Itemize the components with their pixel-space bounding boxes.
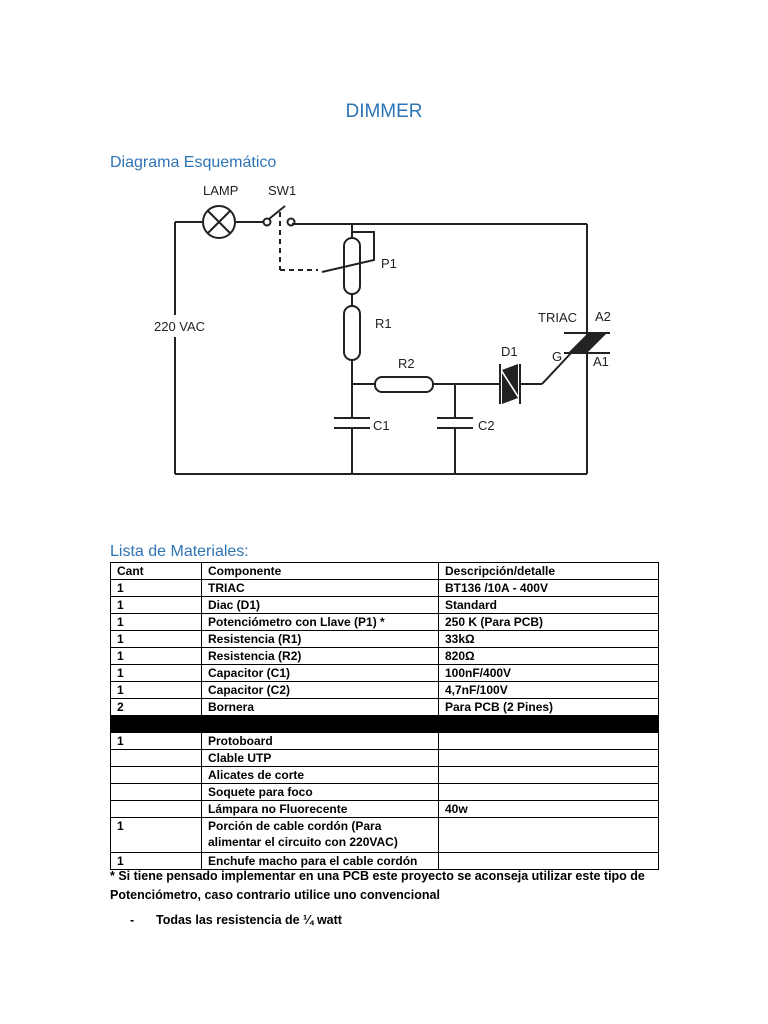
table-header-row: Cant Componente Descripción/detalle	[110, 562, 659, 580]
label-220vac: 220 VAC	[154, 319, 205, 334]
table-cell: Para PCB (2 Pines)	[438, 698, 659, 716]
table-cell: 1	[110, 596, 202, 614]
label-triac: TRIAC	[538, 310, 577, 325]
schematic-diagram: LAMP SW1 P1 R1 R2 D1 TRIAC A2 A1 G C1 C2…	[154, 183, 611, 475]
bullet-dash: -	[130, 913, 135, 927]
table-cell	[110, 766, 202, 784]
label-lamp: LAMP	[203, 183, 238, 198]
table-cell: Clable UTP	[201, 749, 439, 767]
label-a1: A1	[593, 354, 609, 369]
table-cell	[438, 817, 659, 853]
table-cell: Capacitor (C2)	[201, 681, 439, 699]
table-cell	[438, 749, 659, 767]
footnote: * Si tiene pensado implementar en una PC…	[110, 869, 645, 902]
table-cell	[438, 766, 659, 784]
table-cell: Porción de cable cordón (Para alimentar …	[201, 817, 439, 853]
table-cell: TRIAC	[201, 579, 439, 597]
label-a2: A2	[595, 309, 611, 324]
label-d1: D1	[501, 344, 518, 359]
table-cell: 40w	[438, 800, 659, 818]
table-row: Clable UTP	[110, 749, 659, 767]
label-c2: C2	[478, 418, 495, 433]
table-cell: 820Ω	[438, 647, 659, 665]
table-cell: 1	[110, 579, 202, 597]
label-r2: R2	[398, 356, 415, 371]
separator-cell	[438, 715, 659, 733]
table-cell: 1	[110, 681, 202, 699]
header-cell: Cant	[110, 562, 202, 580]
separator-cell	[201, 715, 439, 733]
table-cell: Alicates de corte	[201, 766, 439, 784]
label-p1: P1	[381, 256, 397, 271]
label-sw1: SW1	[268, 183, 296, 198]
table-cell: 1	[110, 732, 202, 750]
header-cell: Descripción/detalle	[438, 562, 659, 580]
bullet-item: - Todas las resistencia de ¼ watt	[130, 913, 342, 927]
table-cell: 1	[110, 664, 202, 682]
section-heading-materials: Lista de Materiales:	[110, 543, 249, 560]
table-cell	[110, 800, 202, 818]
table-cell	[438, 732, 659, 750]
separator-cell	[110, 715, 202, 733]
table-cell: 100nF/400V	[438, 664, 659, 682]
table-cell: 1	[110, 817, 202, 853]
table-cell: 1	[110, 630, 202, 648]
table-cell: Protoboard	[201, 732, 439, 750]
table-cell: 33kΩ	[438, 630, 659, 648]
table-cell: Lámpara no Fluorecente	[201, 800, 439, 818]
table-cell: Standard	[438, 596, 659, 614]
label-g: G	[552, 349, 562, 364]
table-cell: Bornera	[201, 698, 439, 716]
table-cell: Soquete para foco	[201, 783, 439, 801]
table-cell: Capacitor (C1)	[201, 664, 439, 682]
bullet-text: Todas las resistencia de ¼ watt	[156, 913, 342, 927]
page-title: DIMMER	[345, 101, 423, 122]
table-cell: 4,7nF/100V	[438, 681, 659, 699]
table-cell: Enchufe macho para el cable cordón	[201, 852, 439, 870]
table-cell: 1	[110, 613, 202, 631]
table-cell: 250 K (Para PCB)	[438, 613, 659, 631]
table-separator-row	[110, 715, 659, 733]
table-cell: BT136 /10A - 400V	[438, 579, 659, 597]
section-heading-schematic: Diagrama Esquemático	[110, 154, 277, 171]
table-cell: 1	[110, 647, 202, 665]
table-cell: Potenciómetro con Llave (P1) *	[201, 613, 439, 631]
label-r1: R1	[375, 316, 392, 331]
table-cell	[438, 783, 659, 801]
table-cell	[438, 852, 659, 870]
header-cell: Componente	[201, 562, 439, 580]
table-row: Alicates de corte	[110, 766, 659, 784]
table-cell: 2	[110, 698, 202, 716]
table-cell: Resistencia (R2)	[201, 647, 439, 665]
table-cell	[110, 783, 202, 801]
table-row: Soquete para foco	[110, 783, 659, 801]
table-cell	[110, 749, 202, 767]
table-cell: Diac (D1)	[201, 596, 439, 614]
label-c1: C1	[373, 418, 390, 433]
table-cell: Resistencia (R1)	[201, 630, 439, 648]
